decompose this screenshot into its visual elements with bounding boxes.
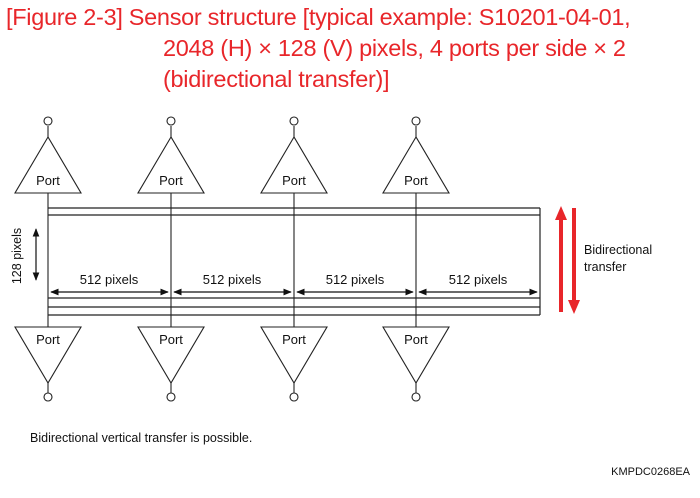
port-label: Port (404, 332, 428, 347)
top-port-2: Port (137, 116, 205, 194)
bottom-port-1: Port (14, 326, 82, 402)
segment-label-2: 512 pixels (203, 272, 262, 287)
segment-label-3: 512 pixels (326, 272, 385, 287)
port-label: Port (159, 173, 183, 188)
title-line-1: [Figure 2-3] Sensor structure [typical e… (6, 4, 631, 30)
port-label: Port (159, 332, 183, 347)
bottom-port-4: Port (382, 326, 450, 402)
port-label: Port (404, 173, 428, 188)
port-label: Port (282, 173, 306, 188)
figure-title: [Figure 2-3] Sensor structure [typical e… (6, 2, 696, 95)
document-code: KMPDC0268EA (611, 466, 691, 478)
transfer-label-line-1: Bidirectional (584, 243, 652, 257)
top-port-3: Port (260, 116, 328, 194)
bottom-port-2: Port (137, 326, 205, 402)
top-port-1: Port (14, 116, 82, 194)
top-port-4: Port (382, 116, 450, 194)
port-label: Port (282, 332, 306, 347)
title-line-3: (bidirectional transfer)] (163, 66, 390, 92)
column-dividers (47, 193, 417, 327)
title-line-2: 2048 (H) × 128 (V) pixels, 4 ports per s… (163, 35, 626, 61)
port-label: Port (36, 173, 60, 188)
footnote: Bidirectional vertical transfer is possi… (30, 431, 252, 445)
segment-label-1: 512 pixels (80, 272, 139, 287)
port-label: Port (36, 332, 60, 347)
segment-label-4: 512 pixels (449, 272, 508, 287)
vertical-dimension-label: 128 pixels (10, 228, 24, 284)
bottom-port-3: Port (260, 326, 328, 402)
transfer-label-line-2: transfer (584, 260, 626, 274)
transfer-arrow (555, 206, 580, 314)
